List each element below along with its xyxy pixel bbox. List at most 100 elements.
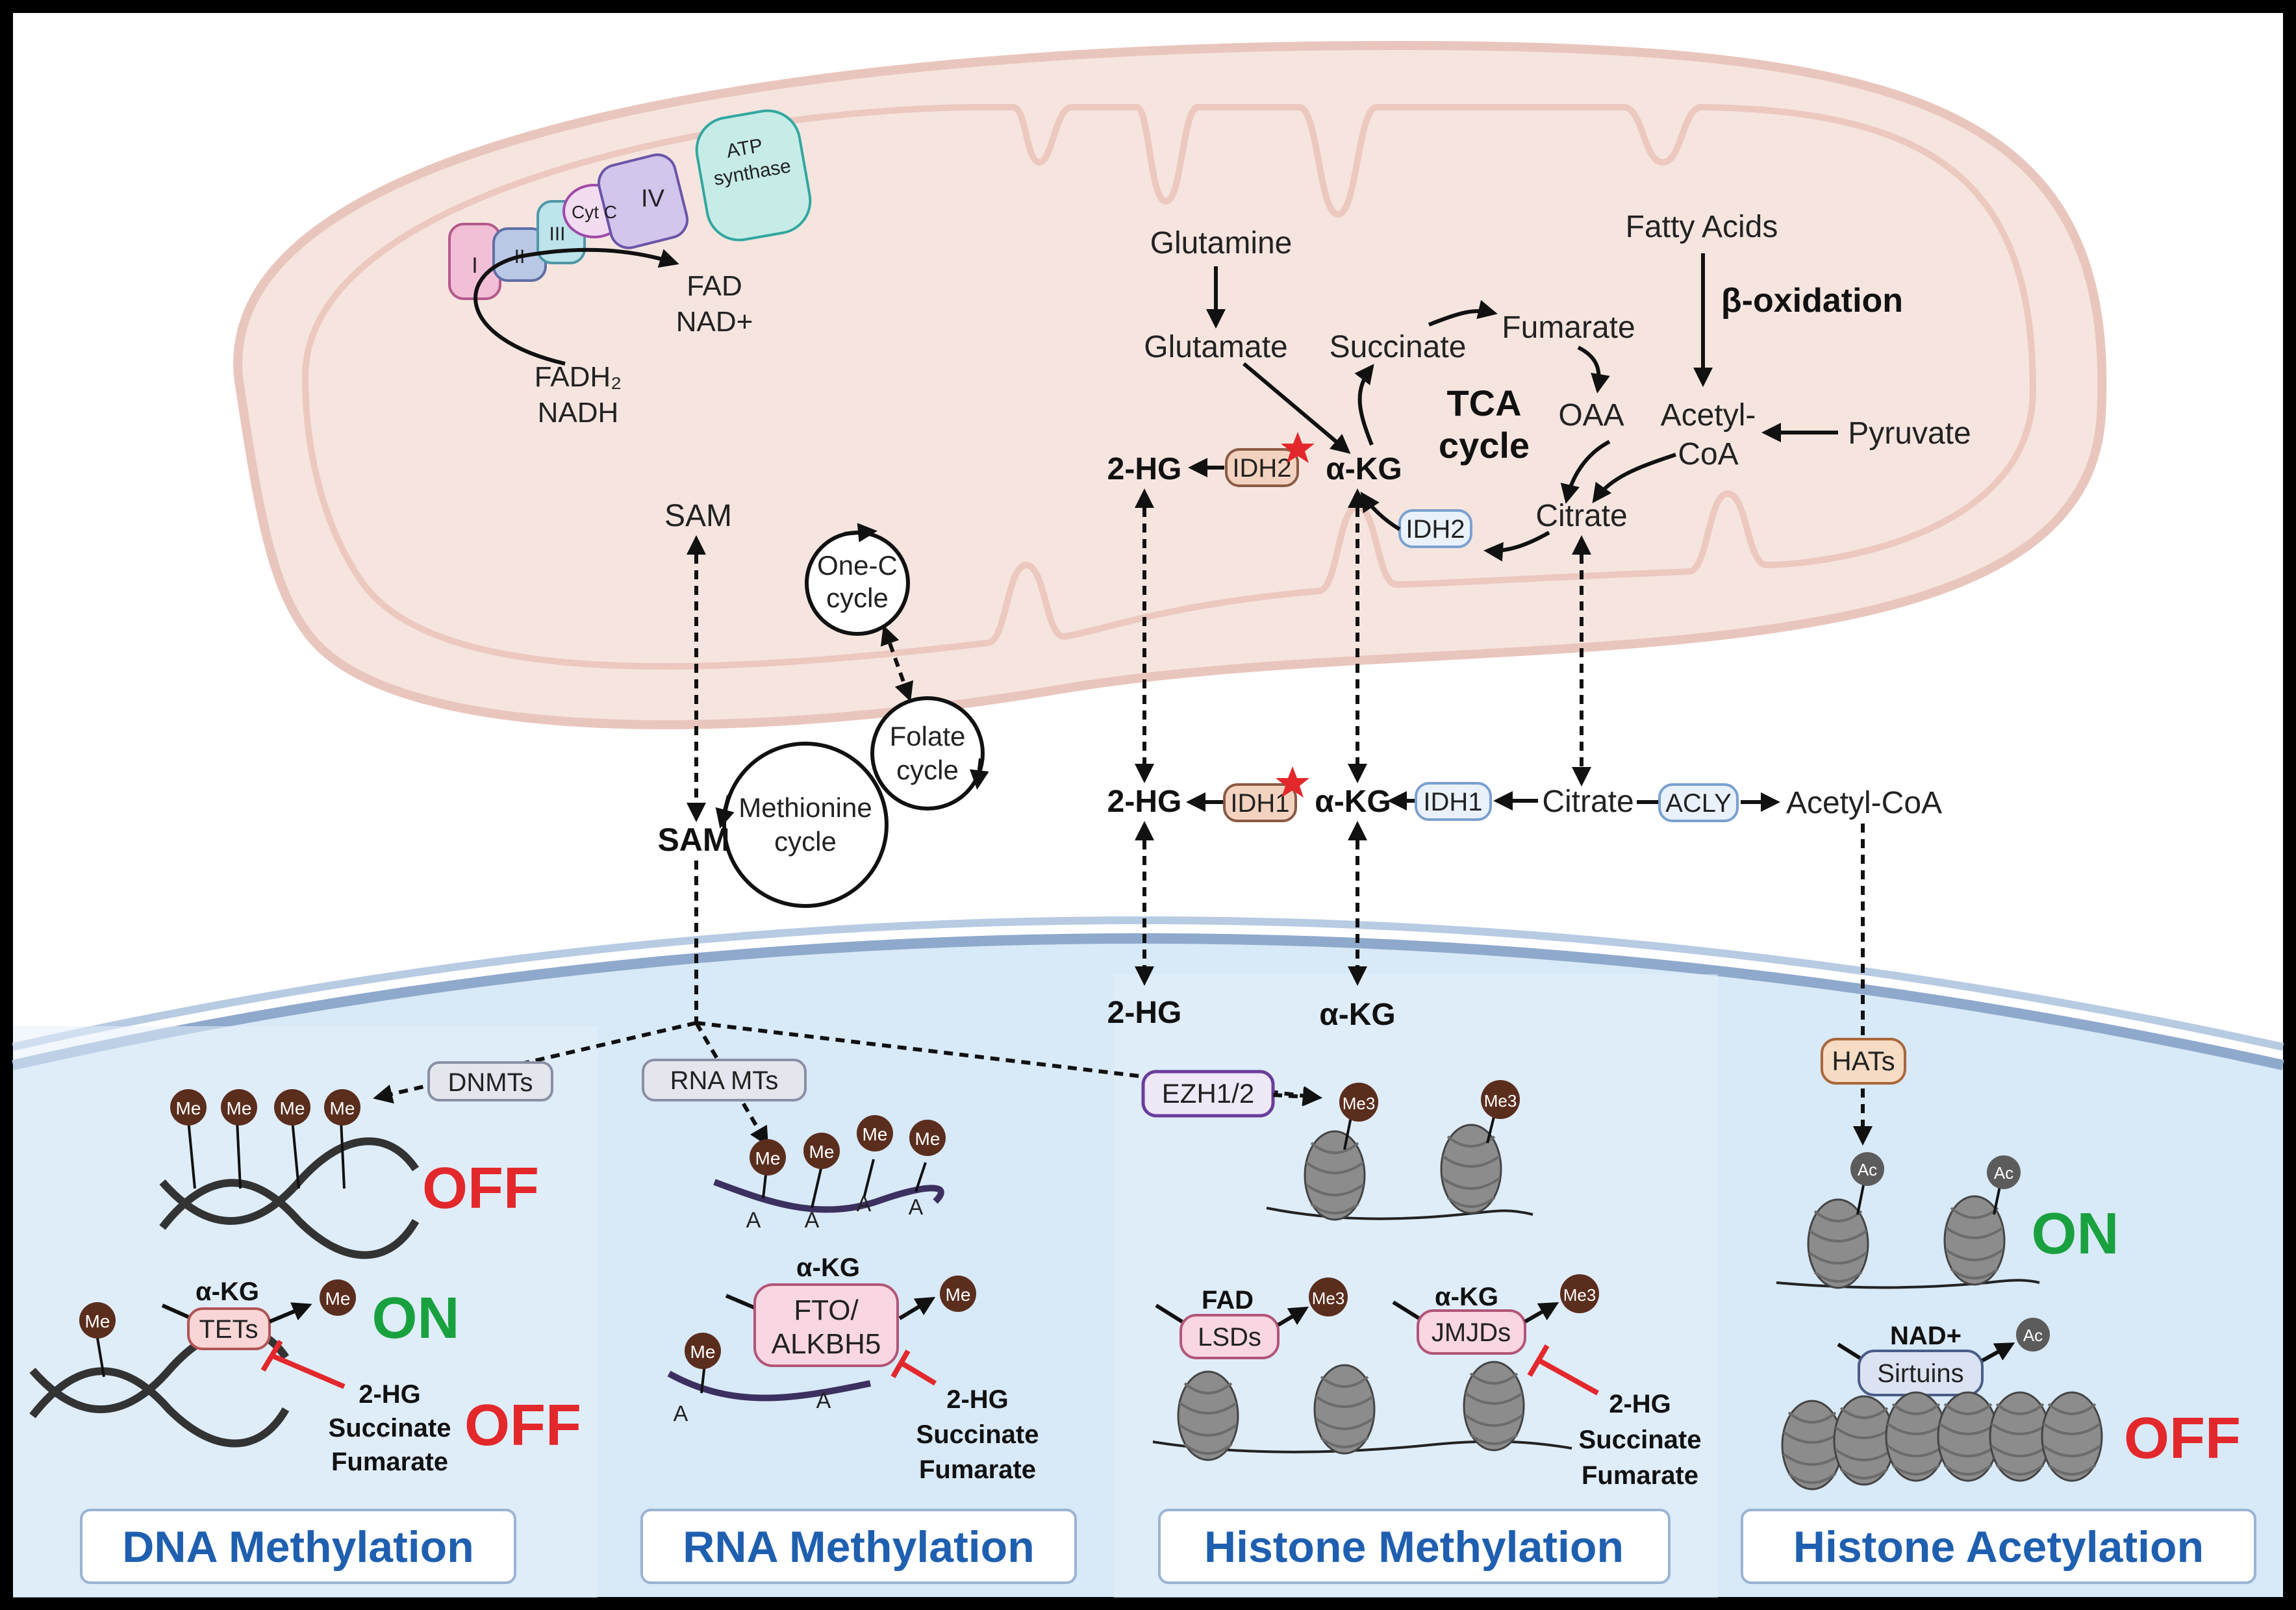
hac-on-label: ON — [2032, 1201, 2119, 1266]
mito-tca: Glutamine Glutamate Succinate Fumarate F… — [664, 210, 1971, 562]
rna-mts-label: RNA MTs — [670, 1066, 779, 1095]
adenosine-label: A — [909, 1195, 924, 1220]
methyl-mark — [79, 1302, 116, 1339]
idh1-mutant-chip — [1223, 783, 1297, 822]
methyl-mark — [324, 1089, 360, 1126]
mito-sam-label: SAM — [664, 499, 732, 533]
dnmts-label: DNMTs — [448, 1068, 533, 1097]
nucleosome-icon — [1440, 1124, 1502, 1214]
fumarate-label: Fumarate — [1502, 310, 1635, 345]
hats-chip — [1821, 1038, 1906, 1085]
histone-methylation-panel: EZH1/2 Me3 Me3 FAD LSDs Me3 α-KG JMJDs M… — [1141, 1070, 1702, 1584]
rna-methylation-panel: RNA MTs Me Me Me Me A A A A Me A A α-KG … — [640, 1059, 1077, 1584]
tca-cycle-label: cycle — [1439, 425, 1530, 466]
oaa-label: OAA — [1558, 398, 1624, 433]
me-label: Me — [85, 1311, 110, 1331]
nucleus-2hg-label: 2-HG — [1107, 996, 1182, 1030]
me-label: Me — [280, 1098, 305, 1118]
glutamate-label: Glutamate — [1144, 330, 1287, 364]
mito-2hg-label: 2-HG — [1107, 452, 1182, 486]
sirtuins-cofactor-label: NAD+ — [1890, 1322, 1962, 1350]
onec-label: One-C — [817, 550, 898, 581]
me-label: Me — [946, 1285, 971, 1305]
tca-label: TCA — [1446, 383, 1521, 423]
dna-on-label: ON — [372, 1286, 460, 1351]
pyruvate-label: Pyruvate — [1848, 416, 1971, 451]
histone-inhib-2hg: 2-HG — [1609, 1390, 1671, 1418]
methyl-mark — [320, 1279, 356, 1316]
acetyl-mark — [1987, 1155, 2021, 1189]
me-label: Me — [863, 1124, 888, 1144]
idh1-chip — [1415, 782, 1492, 821]
trimethyl-mark — [1339, 1083, 1378, 1122]
dna-inhib-2hg: 2-HG — [359, 1380, 421, 1409]
methyl-mark — [685, 1333, 721, 1369]
atp-synthase — [695, 109, 812, 242]
trimethyl-mark — [1309, 1277, 1348, 1316]
dnmts-chip — [427, 1061, 553, 1101]
trimethyl-mark — [1481, 1080, 1520, 1119]
histone-ac-title-box — [1741, 1509, 2256, 1584]
methionine-cycle-label: cycle — [774, 826, 837, 857]
folate-cycle-label: cycle — [896, 755, 959, 785]
fatty-acids-label: Fatty Acids — [1626, 210, 1778, 244]
alkbh5-label: ALKBH5 — [772, 1328, 881, 1360]
adenosine-label: A — [674, 1402, 688, 1426]
fad-label: FAD — [687, 270, 742, 302]
beta-oxidation-label: β-oxidation — [1721, 282, 1903, 320]
rna-inhib-fumarate: Fumarate — [919, 1455, 1036, 1484]
jmjds-label: JMJDs — [1432, 1318, 1511, 1347]
cyt-c-label: Cyt C — [572, 202, 617, 222]
fto-cofactor-label: α-KG — [796, 1253, 860, 1282]
me-label: Me — [915, 1129, 940, 1149]
idh2-mutant-label: IDH2 — [1232, 454, 1291, 483]
sirtuins-label: Sirtuins — [1877, 1359, 1963, 1388]
nucleosome-icon — [1463, 1361, 1525, 1452]
nucleosome-icon — [1177, 1370, 1239, 1461]
me-label: Me — [176, 1098, 201, 1118]
adenosine-label: A — [805, 1208, 820, 1233]
mito-akg-label: α-KG — [1326, 452, 1402, 486]
hats-label: HATs — [1832, 1046, 1895, 1076]
me3-label: Me3 — [1563, 1285, 1596, 1305]
idh2-mutant-chip — [1225, 448, 1299, 487]
tets-label: TETs — [199, 1315, 258, 1344]
cyto-sam-label: SAM — [657, 822, 729, 858]
histone-ac-panel-title: Histone Acetylation — [1793, 1522, 2204, 1572]
rna-mts-chip — [642, 1059, 807, 1101]
nucleus-akg-label: α-KG — [1319, 998, 1396, 1032]
lsds-chip — [1180, 1314, 1280, 1359]
acetyl-coa-label-1: Acetyl- — [1661, 398, 1756, 433]
me-label: Me — [755, 1148, 781, 1168]
nadh-label: NADH — [538, 397, 619, 429]
me-label: Me — [325, 1289, 351, 1309]
methyl-mark — [857, 1115, 893, 1151]
ezh-chip — [1141, 1070, 1275, 1118]
histone-acetylation-panel: HATs Ac Ac ON NAD+ Sirtuins Ac OFF Histo… — [1741, 1038, 2256, 1584]
jmjds-chip — [1417, 1309, 1526, 1355]
jmjd-cofactor-label: α-KG — [1435, 1283, 1498, 1311]
dna-off-label: OFF — [422, 1156, 539, 1221]
ac-label: Ac — [2023, 1326, 2043, 1345]
histone-me-title-box — [1158, 1509, 1671, 1584]
mito-citrate-label: Citrate — [1535, 499, 1627, 533]
methionine-label: Methionine — [738, 792, 872, 823]
rna-inhib-2hg: 2-HG — [946, 1385, 1009, 1414]
methyl-mark — [170, 1089, 207, 1126]
acly-chip — [1658, 783, 1739, 822]
dna-inhib-succinate: Succinate — [329, 1414, 451, 1442]
fadh2-label: FADH₂ — [535, 361, 622, 393]
ac-label: Ac — [1858, 1160, 1877, 1179]
histone-inhib-succinate: Succinate — [1579, 1426, 1702, 1454]
one-carbon-cycles: One-C cycle Folate cycle Methionine cycl… — [657, 523, 989, 908]
methyl-mark — [803, 1133, 840, 1169]
rna-inhib-succinate: Succinate — [916, 1420, 1039, 1449]
tets-cofactor-label: α-KG — [196, 1277, 259, 1306]
cyto-citrate-label: Citrate — [1542, 785, 1634, 819]
complex-iv — [597, 153, 689, 249]
methyl-mark — [909, 1120, 946, 1156]
histone-me-panel-title: Histone Methylation — [1204, 1522, 1624, 1572]
me-label: Me — [809, 1142, 835, 1162]
me3-label: Me3 — [1343, 1094, 1376, 1113]
